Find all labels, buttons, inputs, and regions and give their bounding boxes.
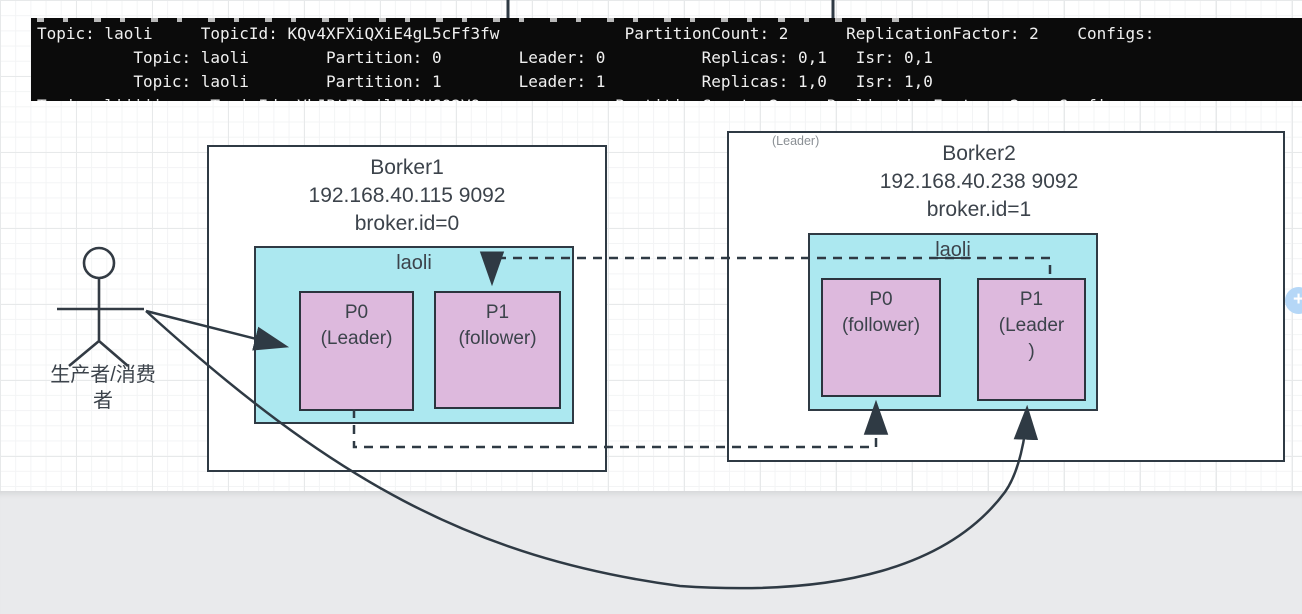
partition-role: (follower)	[841, 315, 921, 336]
broker2-leader-note: (Leader)	[772, 134, 820, 148]
broker1-name: Borker1	[370, 156, 444, 179]
broker1-address: 192.168.40.115 9092	[308, 184, 506, 207]
broker2-box[interactable]: (Leader) Borker2 192.168.40.238 9092 bro…	[727, 131, 1285, 462]
terminal-clipped-line	[37, 18, 917, 22]
partition-role: (Leader)	[320, 328, 393, 349]
broker1-topic-box[interactable]: laoli P0 (Leader) P1 (follower)	[254, 246, 574, 424]
terminal-window[interactable]: Topic: laoli TopicId: KQv4XFXiQXiE4gL5cF…	[31, 18, 1302, 101]
broker1-box[interactable]: Borker1 192.168.40.115 9092 broker.id=0 …	[207, 145, 607, 472]
actor-label: 生产者/消费 者	[50, 364, 156, 412]
broker2-partition-p1-leader[interactable]: P1 (Leader )	[977, 278, 1086, 401]
broker1-partition-p1-follower[interactable]: P1 (follower)	[434, 291, 561, 409]
partition-role: (follower)	[458, 328, 537, 349]
broker2-topic-label: laoli	[935, 239, 971, 261]
terminal-line-topic-describe: Topic: laoli TopicId: KQv4XFXiQXiE4gL5cF…	[37, 24, 1165, 43]
broker1-id: broker.id=0	[354, 212, 460, 235]
broker2-name: Borker2	[942, 142, 1016, 165]
partition-role-line2: )	[1028, 341, 1035, 362]
broker1-title: Borker1 192.168.40.115 9092 broker.id=0	[209, 147, 605, 238]
terminal-line-next-topic: Topic: lijijia TopicId: VkJPtIRqilFiQU6Q…	[37, 94, 1302, 101]
broker2-partition-p0-follower[interactable]: P0 (follower)	[821, 278, 941, 397]
terminal-line-partition0: Topic: laoli Partition: 0 Leader: 0 Repl…	[37, 48, 933, 67]
broker2-topic-box[interactable]: laoli P0 (follower) P1 (Leader )	[808, 233, 1098, 411]
terminal-line-partition1: Topic: laoli Partition: 1 Leader: 1 Repl…	[37, 72, 933, 91]
plus-icon[interactable]: +	[1285, 287, 1302, 314]
partition-label: P1	[485, 302, 510, 323]
broker2-address: 192.168.40.238 9092	[879, 170, 1079, 193]
partition-label: P0	[344, 302, 369, 323]
broker1-topic-label: laoli	[396, 252, 432, 274]
canvas-outside-area: 070805	[0, 491, 1302, 614]
partition-label: P0	[869, 289, 893, 310]
partition-role-line1: (Leader	[998, 315, 1065, 336]
partition-label: P1	[1019, 289, 1044, 310]
broker2-id: broker.id=1	[926, 198, 1032, 221]
broker2-title: Borker2 192.168.40.238 9092 broker.id=1	[729, 133, 1229, 224]
broker1-partition-p0-leader[interactable]: P0 (Leader)	[299, 291, 414, 411]
